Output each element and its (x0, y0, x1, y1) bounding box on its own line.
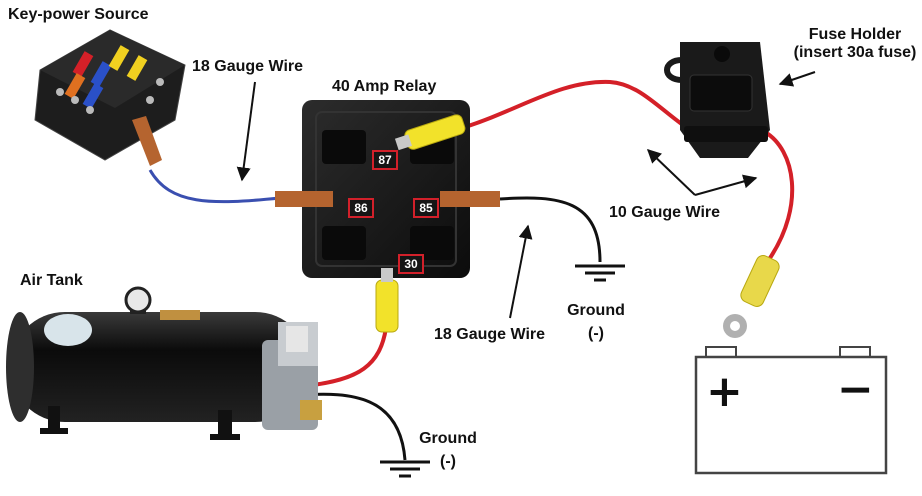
battery-positive-sign: + (706, 366, 743, 417)
blue-signal-wire (148, 169, 281, 204)
ground-symbol-right (575, 264, 625, 282)
air-tank (6, 286, 322, 440)
battery (694, 346, 888, 475)
label-18-gauge-wire-top: 18 Gauge Wire (192, 58, 304, 75)
pin-label-30: 30 (398, 254, 424, 274)
label-fuse-holder-line1: Fuse Holder (808, 26, 902, 43)
label-ground-right-text: Ground (567, 302, 625, 319)
label-air-tank: Air Tank (20, 272, 83, 289)
label-fuse-holder-line2: (insert 30a fuse) (793, 44, 917, 62)
ring-terminal (723, 255, 780, 338)
arrow-18-gauge-top (236, 81, 256, 182)
arrow-10-gauge-right (694, 174, 758, 196)
pin-label-86: 86 (348, 198, 374, 218)
label-relay: 40 Amp Relay (332, 78, 437, 95)
label-ground-bottom-text: Ground (419, 430, 477, 447)
battery-negative-sign: − (837, 364, 874, 415)
label-fuse-holder: Fuse Holder (insert 30a fuse) (788, 26, 922, 63)
fuse-holder (664, 42, 770, 158)
label-ground-bottom: Ground (-) (408, 430, 488, 472)
connector-30 (375, 268, 399, 333)
arrow-10-gauge-left (646, 149, 696, 196)
relay (275, 100, 500, 278)
arrow-fuse-holder (778, 71, 816, 87)
fuse-block (34, 29, 186, 166)
arrow-18-gauge-bottom (509, 224, 533, 319)
label-key-power-source: Key-power Source (8, 6, 149, 23)
pin-label-85: 85 (413, 198, 439, 218)
black-ground-wire-compressor (301, 392, 407, 461)
black-ground-wire-relay (499, 196, 602, 263)
pin-label-87: 87 (372, 150, 398, 170)
label-10-gauge-wire: 10 Gauge Wire (609, 204, 721, 221)
label-18-gauge-wire-bottom: 18 Gauge Wire (434, 326, 546, 343)
label-ground-right: Ground (-) (556, 302, 636, 344)
label-ground-right-sign: (-) (588, 325, 604, 343)
ground-symbol-bottom (380, 460, 430, 478)
spade-85 (440, 191, 500, 207)
red-wire-fuse-to-battery (763, 130, 795, 260)
red-wire-87-to-fuse (461, 79, 692, 132)
spade-86 (275, 191, 333, 207)
connector-87 (394, 114, 466, 151)
red-wire-30-to-compressor (304, 327, 388, 388)
label-ground-bottom-sign: (-) (440, 453, 456, 471)
